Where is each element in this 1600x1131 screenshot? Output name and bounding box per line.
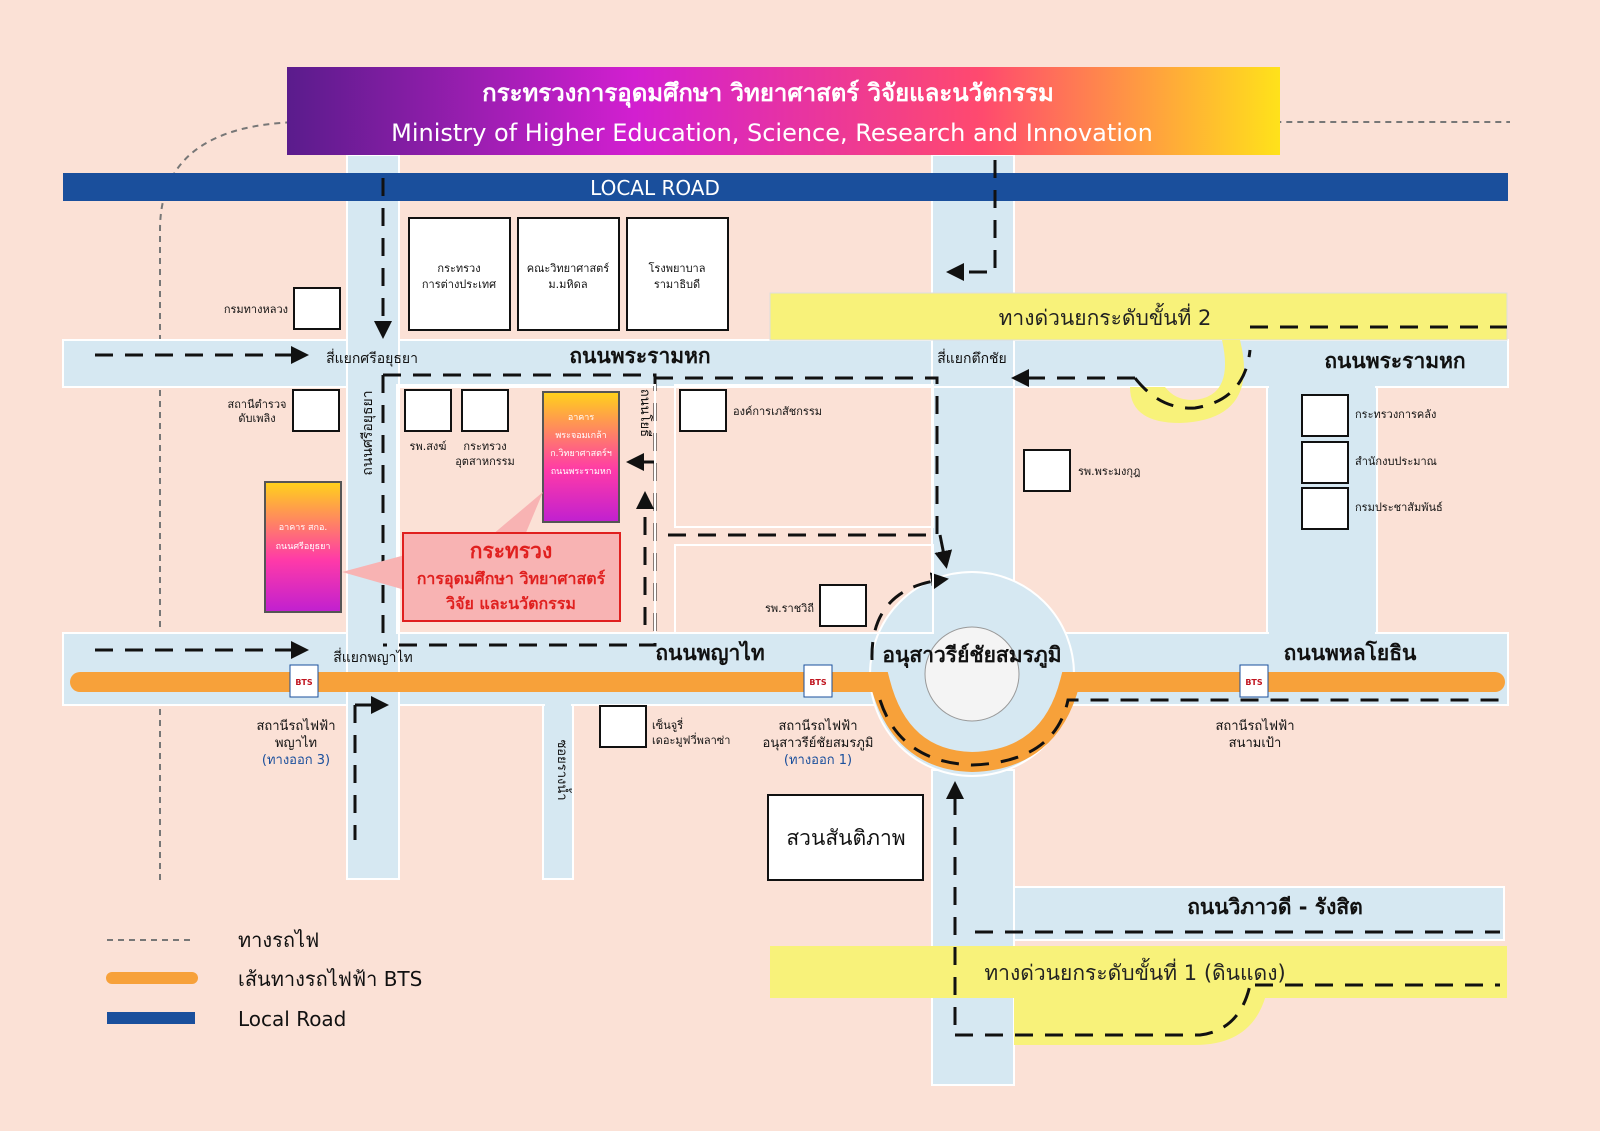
label-priest-hospital: รพ.สงฆ์ [410, 440, 447, 453]
road-sri-ayutthaya: ถนนศรีอยุธยา [360, 390, 376, 475]
bts-station-victory: BTS สถานีรถไฟฟ้า อนุสาวรีย์ชัยสมรภูมิ (ท… [763, 664, 874, 768]
box-priest-hospital [404, 389, 452, 432]
intersection-monument: อนุสาวรีย์ชัยสมรภูมิ [882, 643, 1061, 669]
building-rama6-label-2: พระจอมเกล้า [555, 430, 606, 441]
legend-local-road-label: Local Road [238, 1007, 346, 1031]
label-phramongkut: รพ.พระมงกุฎ [1078, 465, 1140, 478]
legend-bts-label: เส้นทางรถไฟฟ้า BTS [238, 967, 422, 991]
callout-pointer-left [342, 555, 405, 590]
intersection-phayathai: สี่แยกพญาไท [333, 648, 413, 666]
box-ramathibodi [626, 217, 729, 331]
label-prd: กรมประชาสัมพันธ์ [1355, 501, 1443, 514]
label-foreign-affairs-2: การต่างประเทศ [422, 278, 496, 291]
bts-sanampao-line2: สนามเป้า [1229, 736, 1282, 751]
expressway-1-ramp [1014, 970, 1270, 1045]
box-mahidol-science [517, 217, 620, 331]
label-mahidol-2: ม.มหิดล [548, 278, 587, 291]
expressway-2-label: ทางด่วนยกระดับขั้นที่ 2 [999, 303, 1212, 330]
callout-pointer-up [492, 492, 543, 535]
label-santiphap-park: สวนสันติภาพ [786, 826, 905, 850]
bts-logo-phayathai: BTS [295, 678, 313, 687]
bts-station-phayathai: BTS สถานีรถไฟฟ้า พญาไท (ทางออก 3) [256, 664, 336, 768]
label-industry-1: กระทรวง [463, 440, 506, 453]
label-ramathibodi-2: รามาธิบดี [654, 278, 700, 291]
label-ramathibodi-1: โรงพยาบาล [649, 261, 706, 275]
box-century [599, 705, 647, 748]
header-title-en: Ministry of Higher Education, Science, R… [391, 119, 1153, 147]
bts-logo-sanampao: BTS [1245, 678, 1263, 687]
callout-line-2: การอุดมศึกษา วิทยาศาสตร์ [417, 569, 606, 589]
box-phramongkut [1023, 449, 1071, 492]
building-sri-ayutthaya-label-2: ถนนศรีอยุธยา [276, 541, 331, 552]
label-industry-2: อุตสาหกรรม [455, 455, 515, 468]
legend-railway-label: ทางรถไฟ [238, 928, 319, 952]
label-mahidol-1: คณะวิทยาศาสตร์ [527, 262, 610, 275]
bts-victory-line1: สถานีรถไฟฟ้า [778, 718, 857, 734]
label-gpo: องค์การเภสัชกรรม [733, 405, 822, 418]
bts-station-sanampao: BTS สถานีรถไฟฟ้า สนามเป้า [1215, 664, 1295, 751]
label-century-1: เซ็นจูรี่ [652, 717, 683, 732]
bts-victory-line2: อนุสาวรีย์ชัยสมรภูมิ [763, 735, 874, 751]
building-rama6-label-3: ก.วิทยาศาสตร์ฯ [550, 447, 612, 459]
legend-local-road-swatch [107, 1012, 195, 1024]
road-phayathai: ถนนพญาไท [655, 640, 764, 666]
local-road-label: LOCAL ROAD [590, 176, 720, 200]
label-foreign-affairs-1: กระทรวง [437, 262, 480, 275]
label-rajavithi: รพ.ราชวิถี [765, 602, 814, 615]
bts-sanampao-line1: สถานีรถไฟฟ้า [1215, 718, 1294, 734]
box-santiphap-park [767, 794, 924, 881]
legend: ทางรถไฟ เส้นทางรถไฟฟ้า BTS Local Road [106, 928, 422, 1031]
callout-line-1: กระทรวง [470, 539, 552, 563]
road-yothi: ถนนโยธี [637, 389, 653, 437]
box-budget-bureau [1301, 441, 1349, 484]
building-sri-ayutthaya [264, 481, 342, 613]
header-title-th: กระทรวงการอุดมศึกษา วิทยาศาสตร์ วิจัยและ… [482, 79, 1054, 109]
label-finance: กระทรวงการคลัง [1355, 408, 1436, 421]
header-banner [287, 67, 1280, 155]
building-sri-ayutthaya-label-1: อาคาร สกอ. [279, 523, 327, 533]
ministry-callout [402, 532, 621, 622]
bts-phayathai-line1: สถานีรถไฟฟ้า [256, 718, 335, 734]
expressway-2 [769, 292, 1508, 341]
railway-line [159, 121, 1510, 880]
intersection-sri-ayutthaya: สี่แยกศรีอยุธยา [326, 349, 418, 367]
label-fire-station-2: ดับเพลิง [238, 412, 275, 425]
box-finance-ministry [1301, 394, 1349, 437]
bts-logo-victory: BTS [809, 678, 827, 687]
box-rajavithi [819, 584, 867, 627]
bts-victory-exit: (ทางออก 1) [784, 753, 852, 768]
box-industry-ministry [461, 389, 509, 432]
building-rama6-label-1: อาคาร [568, 413, 595, 423]
road-rama6-west: ถนนพระรามหก [569, 344, 710, 368]
label-fire-station-1: สถานีตำรวจ [228, 398, 287, 411]
box-foreign-affairs [408, 217, 511, 331]
box-fire-station [292, 389, 340, 432]
road-rang-nam: ซอยรางน้ำ [554, 739, 572, 800]
label-century-2: เดอะมูฟวี่พลาซ่า [652, 732, 730, 747]
route-dashes [95, 160, 1507, 1037]
box-gpo [679, 389, 727, 432]
bts-line [70, 672, 1505, 773]
label-highway-dept: กรมทางหลวง [224, 303, 288, 316]
intersection-tuk-chai: สี่แยกตึกชัย [937, 349, 1007, 367]
expressway-1-label: ทางด่วนยกระดับขั้นที่ 1 (ดินแดง) [984, 958, 1285, 985]
expressway-1 [770, 946, 1507, 998]
road-vibhavadi: ถนนวิภาวดี - รังสิต [1187, 895, 1363, 919]
bts-phayathai-exit: (ทางออก 3) [262, 753, 330, 768]
road-rama6-east: ถนนพระรามหก [1324, 349, 1465, 373]
building-rama6-label-4: ถนนพระรามหก [551, 467, 612, 477]
label-budget: สำนักงบประมาณ [1355, 455, 1437, 468]
local-road-band [63, 173, 1508, 201]
building-rama6 [542, 391, 620, 523]
box-highway-dept [293, 287, 341, 330]
bts-phayathai-line2: พญาไท [275, 735, 317, 751]
box-prd [1301, 487, 1349, 530]
callout-line-3: วิจัย และนวัตกรรม [445, 594, 576, 613]
road-phaholyothin: ถนนพหลโยธิน [1284, 640, 1417, 665]
